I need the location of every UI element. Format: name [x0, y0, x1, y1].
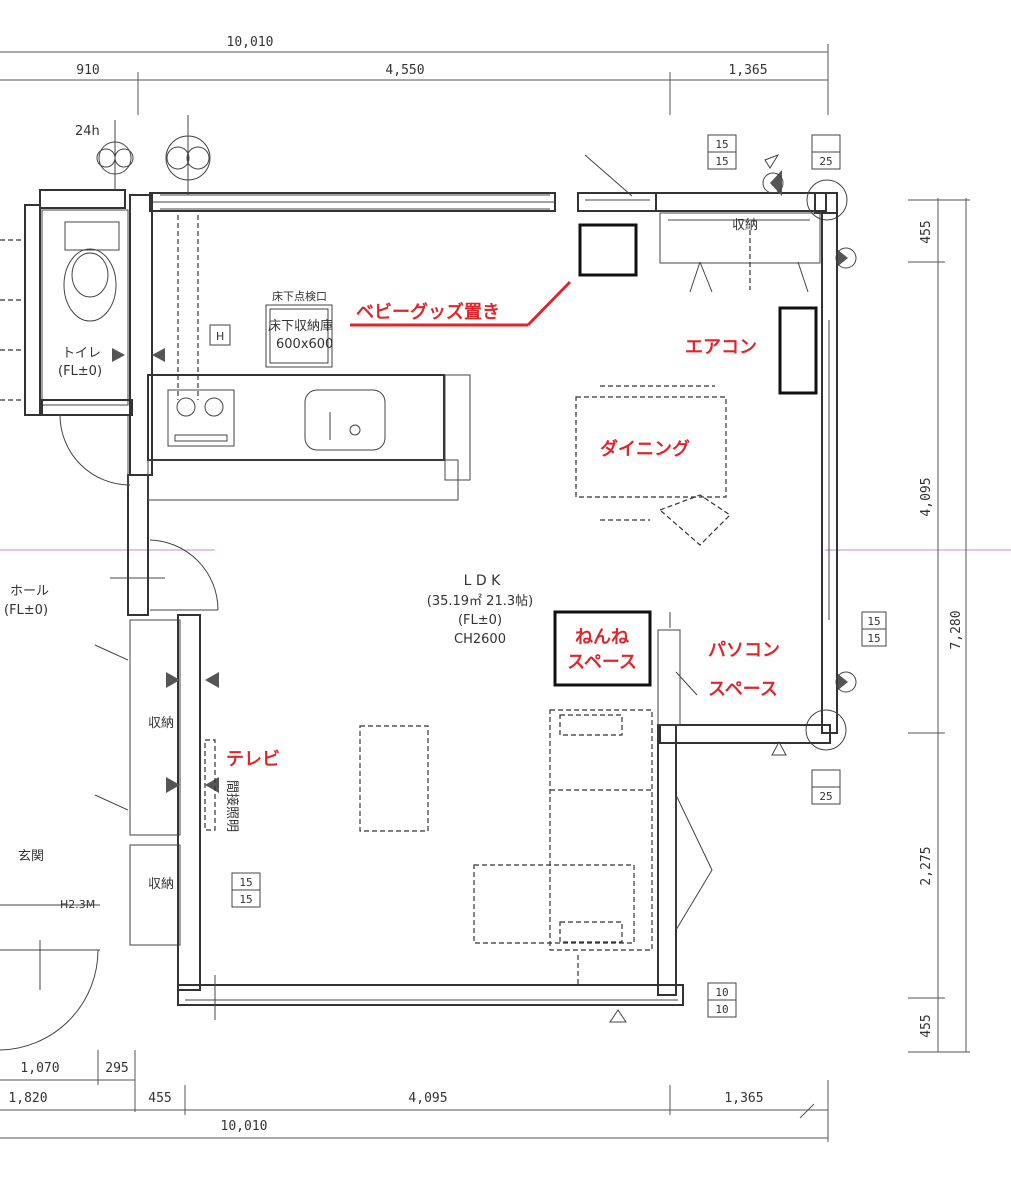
top-windows — [160, 154, 650, 210]
underfloor-inspect-label: 床下点検口 — [272, 289, 327, 303]
dim-bottom-2: 455 — [148, 1091, 171, 1106]
dim-right-1: 455 — [919, 220, 934, 243]
storage-top-label: 収納 — [732, 218, 758, 233]
dim-bottom-total: 10,010 — [221, 1119, 268, 1134]
dim-right-3: 2,275 — [919, 846, 934, 885]
storage-left: 収納 収納 間接照明 テレビ — [94, 619, 280, 946]
hall-level: (FL±0) — [4, 603, 48, 618]
door-height-label: H2.3M — [60, 898, 95, 911]
window-tag-3: 15 15 — [861, 611, 887, 647]
window-tag-5-top: 15 — [239, 876, 252, 889]
hall: ホール (FL±0) — [4, 539, 219, 618]
kitchen: 床下点検口 床下収納庫 600x600 H — [147, 215, 471, 501]
bottom-dimensions: 1,070 295 1,820 455 4,095 1,365 10,010 — [0, 1050, 829, 1142]
dim-top-3: 1,365 — [728, 63, 767, 78]
dim-right-2: 4,095 — [919, 477, 934, 516]
exterior-walls — [24, 179, 848, 1006]
dim-bottom-sub-1: 1,070 — [20, 1061, 59, 1076]
ldk-label-group: L D K (35.19㎡ 21.3帖) (FL±0) CH2600 — [427, 573, 533, 647]
window-tag-6-bottom: 10 — [715, 1003, 728, 1016]
baby-goods-box — [578, 223, 638, 277]
right-dimensions: 455 4,095 2,275 455 7,280 — [908, 198, 970, 1053]
living-furniture — [359, 709, 653, 985]
ldk-ceiling: CH2600 — [454, 632, 506, 647]
window-tag-1-top: 15 — [715, 138, 728, 151]
dim-top-total: 10,010 — [227, 35, 274, 50]
baby-goods-pointer — [526, 280, 572, 327]
bottom-marker — [609, 1009, 627, 1023]
window-tag-5-bottom: 15 — [239, 893, 252, 906]
dim-bottom-4: 1,365 — [724, 1091, 763, 1106]
vent-label: 24h — [75, 124, 100, 139]
aircon-label: エアコン — [685, 337, 757, 358]
ceiling-fixtures: 24h — [75, 115, 211, 195]
aircon-box — [778, 306, 818, 395]
window-tag-5: 15 15 — [231, 872, 261, 908]
ldk-label: L D K — [464, 573, 501, 589]
storage-mid-label: 収納 — [148, 716, 174, 731]
window-tag-1-bottom: 15 — [715, 155, 728, 168]
entrance-label: 玄関 — [18, 849, 44, 864]
window-tag-2: 25 — [811, 134, 841, 170]
window-tag-3-bottom: 15 — [867, 632, 880, 645]
pc-label-1: パソコン — [708, 640, 780, 661]
right-door — [675, 794, 713, 931]
toilet-level: (FL±0) — [58, 364, 102, 379]
nenne-label-2: スペース — [567, 652, 637, 673]
nenne-box — [553, 610, 652, 687]
dim-bottom-1: 1,820 — [8, 1091, 47, 1106]
dim-bottom-sub-2: 295 — [105, 1061, 128, 1076]
toilet-room: トイレ (FL±0) — [0, 209, 165, 490]
underfloor-storage-size: 600x600 — [276, 337, 333, 352]
dining-table: ダイニング — [575, 385, 731, 546]
window-tag-6-top: 10 — [715, 986, 728, 999]
ldk-level: (FL±0) — [458, 613, 502, 628]
hall-label: ホール — [10, 584, 49, 599]
dim-bottom-3: 4,095 — [408, 1091, 447, 1106]
underfloor-storage-label: 床下収納庫 — [268, 319, 333, 334]
window-tag-4: 25 — [811, 769, 841, 805]
window-tag-6: 10 10 — [707, 982, 737, 1018]
nenne-label-1: ねんね — [575, 627, 629, 648]
toilet-label: トイレ — [62, 346, 101, 361]
window-tag-2-label: 25 — [819, 155, 832, 168]
storage-low-label: 収納 — [148, 877, 174, 892]
window-tag-1: 15 15 — [707, 134, 737, 170]
dining-label: ダイニング — [600, 438, 690, 460]
window-tag-4-label: 25 — [819, 790, 832, 803]
storage-top-right: 収納 — [659, 154, 857, 756]
entrance: 玄関 H2.3M — [0, 849, 100, 1051]
top-dimensions: 10,010 910 4,550 1,365 — [0, 35, 829, 115]
indirect-light-label: 間接照明 — [224, 780, 240, 832]
tv-label: テレビ — [226, 749, 280, 770]
baby-goods-label: ベビーグッズ置き — [356, 301, 500, 323]
pc-label-2: スペース — [708, 679, 778, 700]
pc-space: パソコン スペース — [657, 612, 780, 726]
dim-right-4: 455 — [919, 1014, 934, 1037]
ldk-area: (35.19㎡ 21.3帖) — [427, 594, 533, 609]
window-tag-3-top: 15 — [867, 615, 880, 628]
dim-right-total: 7,280 — [949, 610, 964, 649]
dim-top-1: 910 — [76, 63, 99, 78]
h-mark: H — [216, 330, 224, 343]
dim-top-2: 4,550 — [385, 63, 424, 78]
